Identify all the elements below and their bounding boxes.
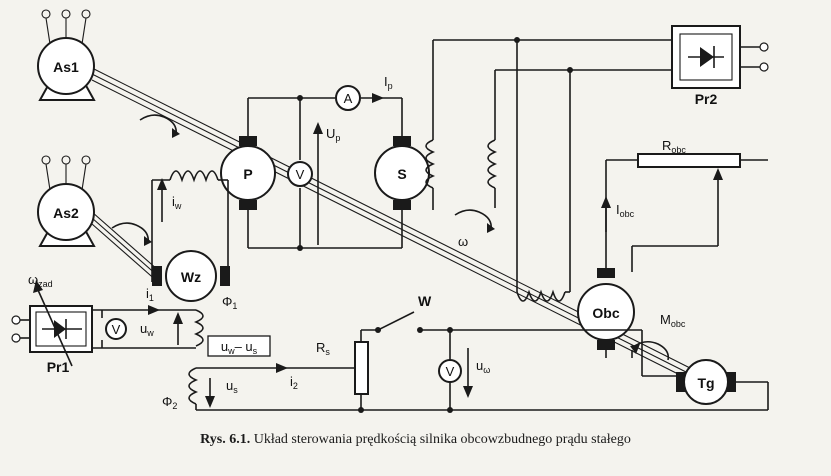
label-up: Up [326,126,340,143]
ammeter-label: A [344,91,353,106]
label-i1: i1 [146,286,154,303]
schematic: A V P S Wz [11,9,769,413]
rheostat-rs [354,330,369,413]
rotation-arrow-mobc [630,340,670,361]
motor-as1: As1 [37,9,96,101]
label-ip: Ip [384,74,393,91]
voltmeter-uw: V [105,318,127,340]
label-us: us [226,378,238,395]
control-winding-phi1 [92,305,204,349]
motor-obc: Obc [577,268,635,350]
voltmeter-uomega: V [438,359,462,383]
control-winding-phi2 [188,363,768,411]
shaft-as2-to-wz [91,211,159,283]
switch-w [361,311,769,413]
voltmeter-uw-label: V [112,322,121,337]
pr2-supply-wires [425,37,672,292]
voltmeter-up: V [287,161,313,187]
rectifier-pr2: Pr2 [671,25,769,107]
motor-as2: As2 [37,155,96,247]
generator-p-label: P [243,166,252,182]
caption-text: Układ sterowania prędkością silnika obco… [253,432,631,447]
rotation-arrow-as2 [111,222,152,246]
motor-obc-label: Obc [592,305,619,321]
rectifier-pr1: Pr1 [11,280,93,375]
figure-caption: Rys. 6.1. Układ sterowania prędkością si… [0,432,831,448]
label-omega: ω [458,234,468,249]
motor-as1-label: As1 [53,59,79,75]
label-omega-zad: ωzad [28,272,53,289]
obc-field-winding [516,289,570,302]
generator-p: P [220,136,276,210]
motor-s: S [374,136,430,210]
rectifier-pr2-label: Pr2 [695,91,718,107]
difference-label: uw– us [221,339,258,356]
voltmeter-up-label: V [296,167,305,182]
label-iobc: Iobc [616,202,635,219]
caption-number: Rys. 6.1. [200,432,251,447]
label-iw: iw [172,194,182,211]
ammeter: A [335,85,361,111]
obc-excitation-circuit [601,153,768,358]
rotation-arrow-omega [454,209,495,233]
tachogenerator-tg: Tg [676,359,736,405]
up-arrow [313,122,323,245]
rectifier-pr1-label: Pr1 [47,359,70,375]
label-phi1: Φ1 [222,294,237,311]
motor-as2-label: As2 [53,205,79,221]
motor-s-label: S [397,166,406,182]
tachogenerator-tg-label: Tg [697,375,714,391]
label-robc: Robc [662,138,686,155]
label-rs: Rs [316,340,330,357]
label-w: W [418,293,432,309]
label-uomega: uω [476,358,490,375]
exciter-wz-label: Wz [181,269,201,285]
ip-arrow [372,93,384,103]
label-i2: i2 [290,374,298,391]
difference-box: uw– us [207,335,271,357]
rotation-arrow-as1 [139,114,180,138]
label-mobc: Mobc [660,312,686,329]
label-uw: uw [140,321,154,338]
label-phi2: Φ2 [162,394,177,411]
p-field-winding [151,170,229,282]
exciter-wz: Wz [152,250,230,302]
voltmeter-uomega-label: V [446,364,455,379]
